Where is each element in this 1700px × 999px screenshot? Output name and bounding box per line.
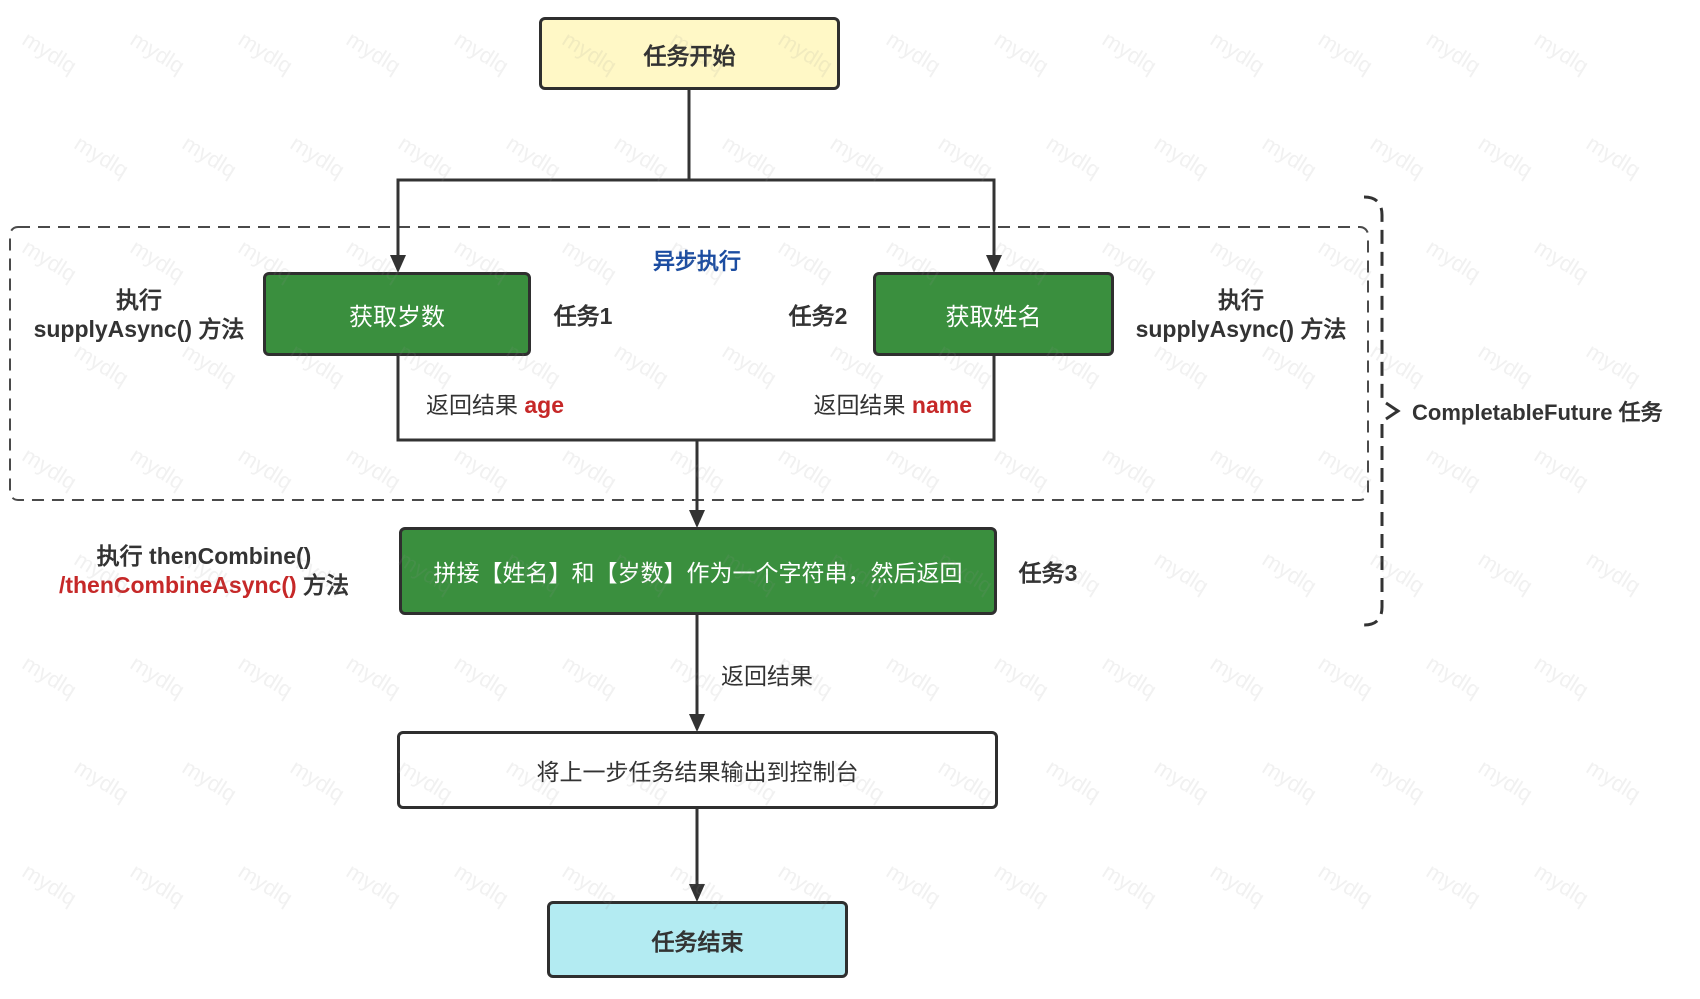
return-age-annotation: 返回结果 age — [426, 386, 564, 420]
supply-async-right-annotation: 执行 supplyAsync() 方法 — [1136, 286, 1347, 344]
completablefuture-label: CompletableFuture 任务 — [1412, 400, 1663, 425]
return-name-value: name — [911, 392, 972, 418]
arrowhead-get-name — [986, 255, 1002, 273]
task-end-node: 任务结束 — [547, 901, 848, 978]
print-label: 将上一步任务结果输出到控制台 — [536, 759, 859, 785]
get-name-label: 获取姓名 — [945, 303, 1042, 331]
brace-lower — [1363, 424, 1384, 627]
supply-left-line2: supplyAsync() 方法 — [33, 316, 245, 342]
return-name-annotation: 返回结果 name — [814, 386, 972, 420]
task-start-node: 任务开始 — [539, 17, 840, 90]
arrowhead-print — [689, 714, 705, 732]
combine-label: 拼接【姓名】和【岁数】作为一个字符串，然后返回 — [433, 560, 963, 586]
supply-async-left-annotation: 执行 supplyAsync() 方法 — [34, 286, 245, 344]
supply-right-line1: 执行 — [1218, 287, 1264, 313]
task-start-label: 任务开始 — [643, 42, 736, 69]
then-combine-line1: 执行 thenCombine() — [96, 543, 312, 569]
task-end-label: 任务结束 — [651, 928, 744, 955]
async-group-border — [9, 226, 1369, 501]
then-combine-line2: /thenCombineAsync() 方法 — [59, 571, 349, 600]
brace-upper — [1363, 195, 1384, 398]
return-age-prefix: 返回结果 — [426, 392, 518, 418]
supply-right-line2: supplyAsync() 方法 — [1135, 316, 1347, 342]
return-age-value: age — [524, 392, 565, 418]
get-age-node: 获取岁数 — [263, 272, 531, 356]
combine-node: 拼接【姓名】和【岁数】作为一个字符串，然后返回 — [399, 527, 997, 615]
get-age-label: 获取岁数 — [349, 303, 445, 331]
then-combine-async-highlight: /thenCombineAsync() — [58, 572, 297, 598]
arrowhead-combine — [689, 510, 705, 528]
task3-label: 任务3 — [1018, 560, 1078, 586]
return-result-label: 返回结果 — [721, 663, 813, 689]
async-group-label: 异步执行 — [652, 249, 742, 274]
edge-split-to-tasks — [396, 178, 996, 258]
task1-label: 任务1 — [553, 303, 613, 329]
get-name-node: 获取姓名 — [873, 272, 1114, 356]
edges — [396, 90, 996, 886]
arrowhead-end — [689, 884, 705, 902]
completablefuture-brace — [1363, 195, 1401, 627]
print-node: 将上一步任务结果输出到控制台 — [397, 731, 998, 809]
arrowhead-get-age — [390, 255, 406, 273]
return-name-prefix: 返回结果 — [813, 392, 906, 418]
task2-label: 任务2 — [788, 303, 848, 329]
brace-tip — [1385, 401, 1401, 421]
then-combine-method-suffix: 方法 — [303, 572, 350, 598]
then-combine-annotation: 执行 thenCombine() /thenCombineAsync() 方法 — [59, 542, 349, 600]
supply-left-line1: 执行 — [116, 287, 162, 313]
arrowheads — [390, 255, 1002, 902]
